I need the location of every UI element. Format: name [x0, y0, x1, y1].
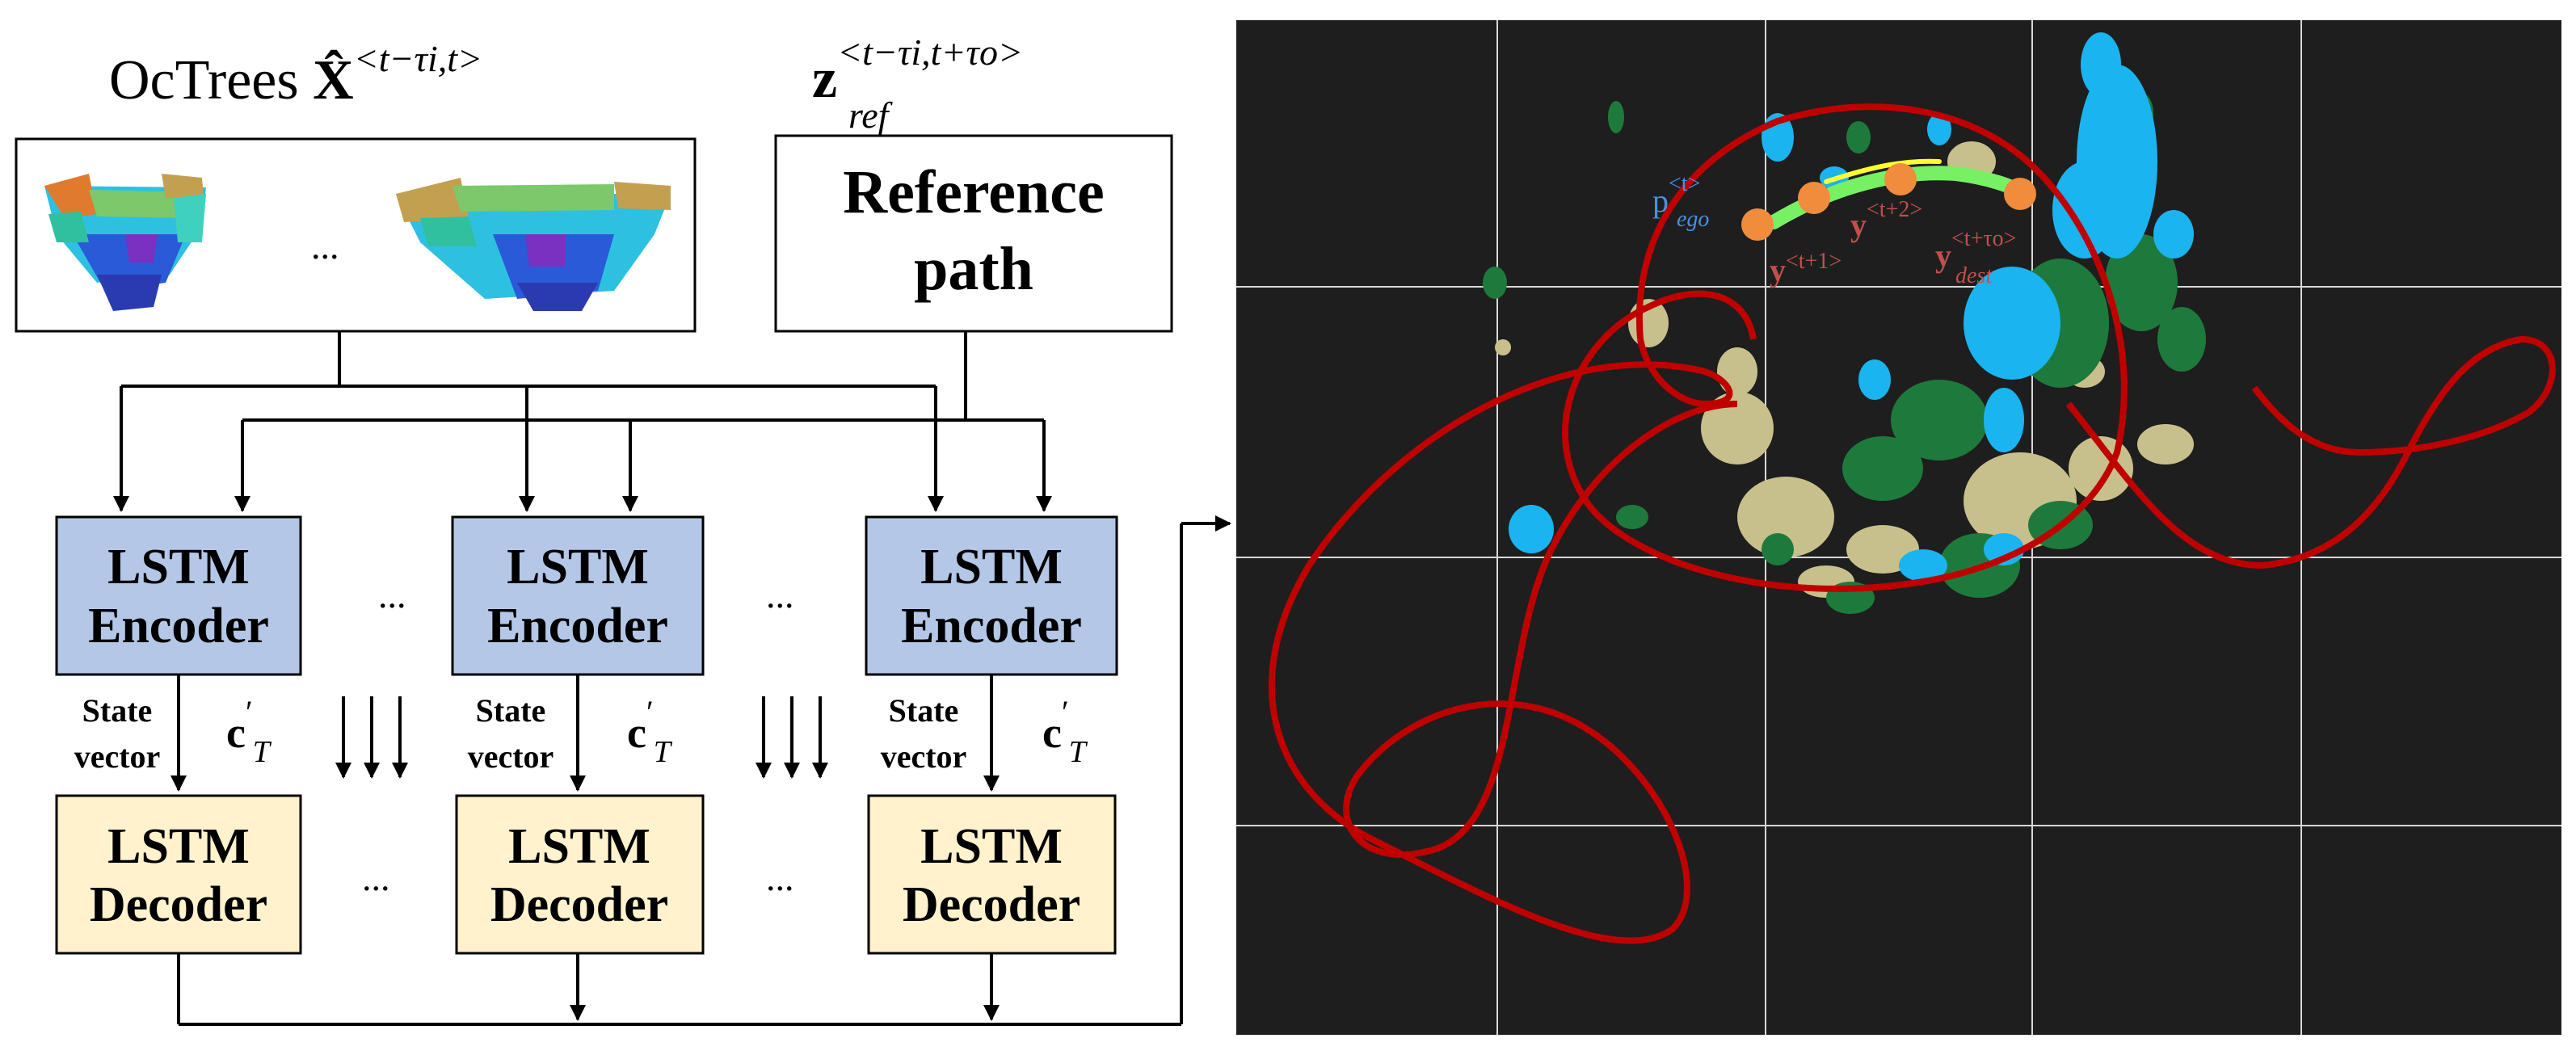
decoder-ellipsis-2: ... — [766, 857, 794, 898]
map-panel: p<t>ego y<t+1> y<t+2> y<t+τo>dest — [1236, 20, 2561, 1035]
octrees-box: ... — [15, 137, 697, 333]
point-cloud-tan — [1495, 141, 2194, 598]
cell-state-label-1: c′T — [226, 694, 272, 769]
waypoint-t2 — [1884, 163, 1917, 195]
input-connectors — [113, 331, 1052, 512]
encoder-1-line2: Encoder — [88, 599, 269, 654]
octrees-title: OcTrees X̂<t−τi,t> — [109, 38, 482, 111]
waypoint-t1 — [1798, 182, 1830, 214]
zref-title: z<t−τi,t+τo>ref — [812, 32, 1023, 136]
triple-arrows-2 — [756, 696, 828, 779]
encoder-2-line1: LSTM — [507, 540, 649, 595]
encoder-ellipsis-2: ... — [766, 574, 794, 616]
cell-state-label-2: c′T — [627, 694, 673, 769]
encoder-3-line2: Encoder — [901, 599, 1082, 654]
decoder-2-line2: Decoder — [490, 877, 668, 932]
output-connector — [177, 515, 1231, 1026]
encoder-1: LSTM Encoder — [55, 515, 302, 676]
octree-visual-1 — [44, 174, 206, 311]
state-vector-label-3: State vector — [881, 692, 967, 775]
encoder-1-line1: LSTM — [107, 540, 250, 595]
decoder-1-line1: LSTM — [107, 819, 250, 874]
svg-text:vector: vector — [74, 738, 161, 775]
decoder-2: LSTM Decoder — [455, 794, 705, 955]
label-y-dest: y<t+τo>dest — [1935, 226, 2016, 288]
octree-ellipsis: ... — [311, 225, 339, 267]
label-y-t2: y<t+2> — [1850, 197, 1922, 243]
svg-text:State: State — [82, 692, 153, 729]
waypoints — [1741, 163, 2036, 241]
encoder-2: LSTM Encoder — [451, 515, 705, 676]
svg-text:vector: vector — [468, 738, 554, 775]
state-vector-label-1: State vector — [74, 692, 161, 775]
label-y-t1: y<t+1> — [1770, 249, 1842, 288]
encoder-3-line1: LSTM — [920, 540, 1063, 595]
triple-arrows-1 — [335, 696, 408, 779]
state-arrows — [170, 675, 1000, 792]
decoder-1: LSTM Decoder — [55, 794, 302, 955]
prediction-trajectory-highlight — [1824, 158, 1942, 184]
waypoint-ego — [1741, 208, 1774, 241]
encoder-ellipsis-1: ... — [378, 574, 406, 616]
decoder-3-line2: Decoder — [903, 877, 1080, 932]
svg-text:vector: vector — [881, 738, 967, 775]
encoder-3: LSTM Encoder — [865, 515, 1118, 676]
label-p-ego: p<t>ego — [1652, 171, 1709, 232]
reference-path-line2: path — [914, 235, 1033, 303]
reference-path-curve — [1268, 103, 2556, 944]
decoder-2-line1: LSTM — [508, 819, 650, 874]
reference-path-box: Reference path — [774, 134, 1173, 333]
decoder-ellipsis-1: ... — [362, 857, 390, 898]
decoder-1-line2: Decoder — [90, 877, 267, 932]
decoder-3: LSTM Decoder — [867, 794, 1117, 955]
encoder-2-line2: Encoder — [487, 599, 668, 654]
point-cloud-cyan — [1509, 32, 2194, 582]
cell-state-label-3: c′T — [1042, 694, 1088, 769]
decoder-3-line1: LSTM — [920, 819, 1063, 874]
svg-text:State: State — [476, 692, 546, 729]
state-vector-label-2: State vector — [468, 692, 554, 775]
octree-visual-2 — [396, 178, 671, 311]
reference-path-line1: Reference — [843, 158, 1104, 226]
svg-text:State: State — [889, 692, 959, 729]
waypoint-dest — [2004, 178, 2036, 210]
